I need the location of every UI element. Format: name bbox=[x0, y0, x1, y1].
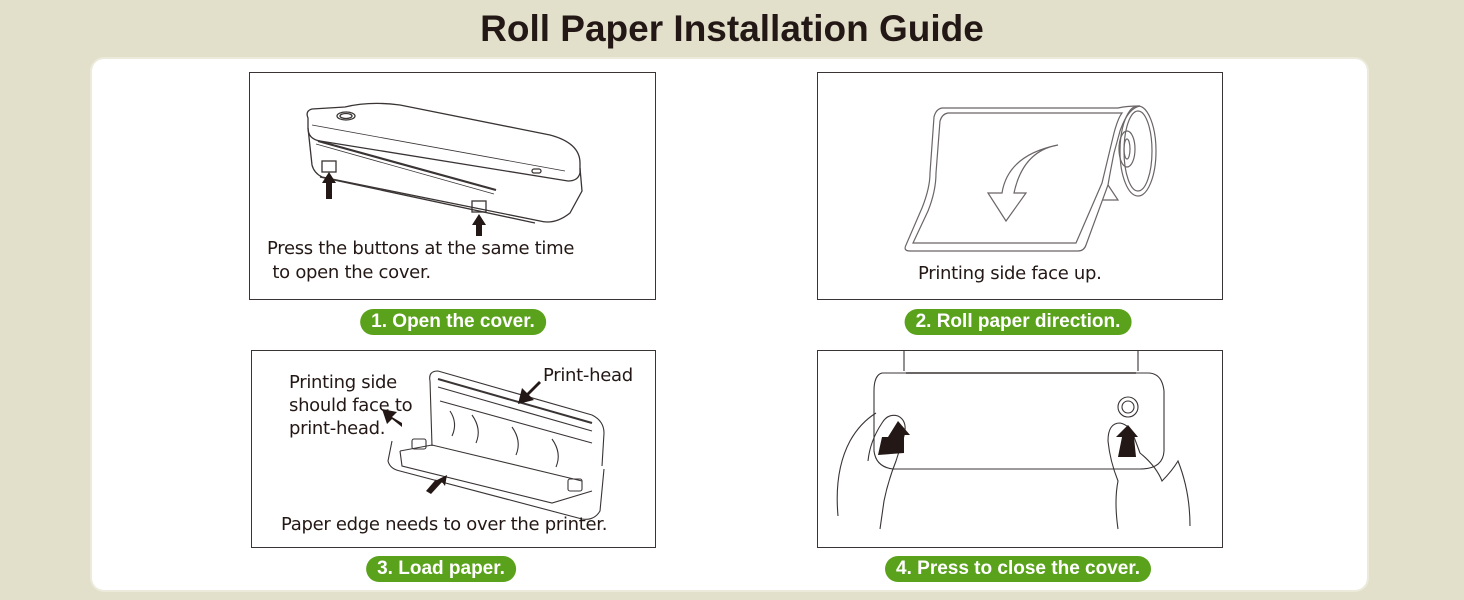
arrow-up-icon bbox=[878, 421, 1138, 457]
step-3-label-right: Print-head bbox=[543, 365, 633, 386]
step-1-caption-line1: Press the buttons at the same time bbox=[267, 238, 575, 259]
step-2-caption: Printing side face up. bbox=[918, 263, 1102, 284]
step-3-badge: 3. Load paper. bbox=[366, 556, 516, 582]
closed-printer-with-side-buttons-icon bbox=[306, 102, 583, 236]
step-2-panel: Printing side face up. bbox=[817, 72, 1223, 300]
step-4-badge: 4. Press to close the cover. bbox=[885, 556, 1151, 582]
step-3-label-left-line3: print-head. bbox=[289, 418, 386, 439]
arrow-icon bbox=[382, 381, 541, 494]
paper-roll-with-curved-arrow-icon bbox=[904, 105, 1157, 252]
step-1-caption-line2: to open the cover. bbox=[267, 262, 431, 283]
step-3-panel: Printing side should face to print-head.… bbox=[251, 350, 656, 548]
page-title: Roll Paper Installation Guide bbox=[480, 8, 984, 49]
step-3-label-left-line2: should face to bbox=[289, 395, 413, 416]
open-printer-with-paper-icon bbox=[382, 370, 605, 520]
arrow-up-icon bbox=[322, 172, 486, 236]
step-1-badge: 1. Open the cover. bbox=[360, 309, 546, 335]
step-3-label-left-line1: Printing side bbox=[289, 372, 397, 393]
hands-pressing-cover-icon bbox=[836, 351, 1191, 530]
step-2-badge: 2. Roll paper direction. bbox=[904, 309, 1132, 335]
step-4-panel bbox=[817, 350, 1223, 548]
step-1-panel: Press the buttons at the same time to op… bbox=[249, 72, 656, 300]
step-3-caption: Paper edge needs to over the printer. bbox=[281, 514, 608, 535]
